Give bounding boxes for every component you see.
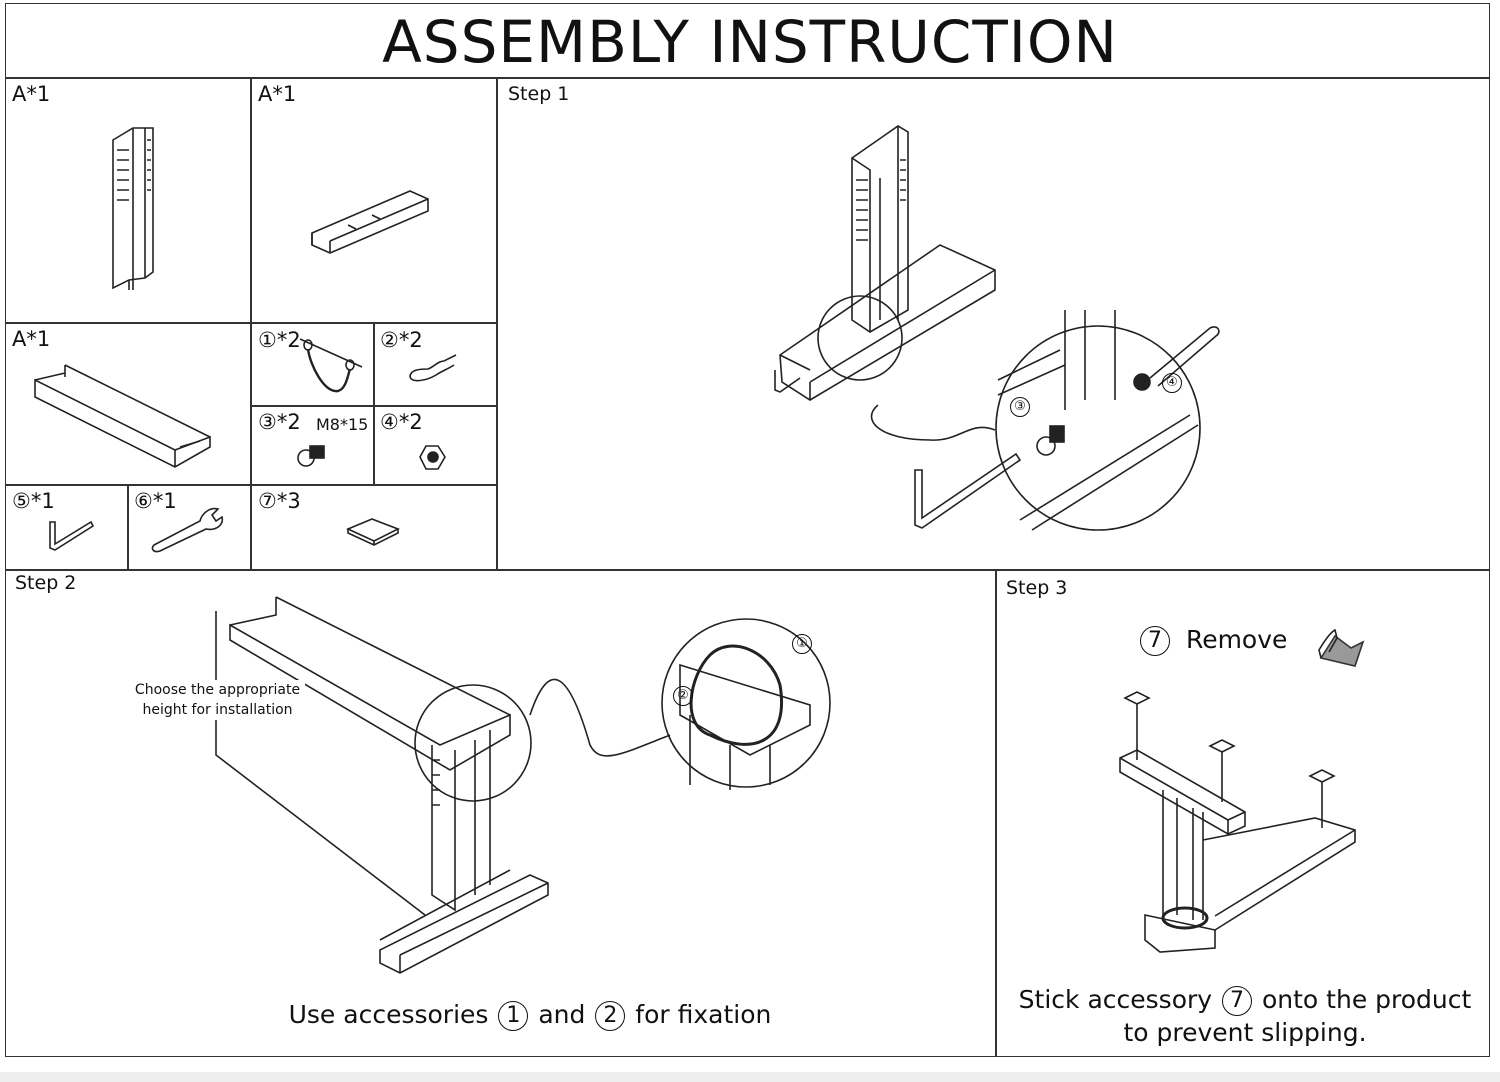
- callout-4: ④: [1162, 373, 1182, 393]
- peel-backing-icon: [1318, 628, 1365, 667]
- divider: [373, 322, 375, 486]
- divider: [5, 484, 496, 486]
- accessory-2-ref: 2: [595, 1001, 626, 1031]
- accessory-1-ref: 1: [498, 1001, 529, 1031]
- remove-instruction: 7 Remove: [1138, 625, 1287, 656]
- divider: [250, 405, 496, 407]
- r-clip-icon: [409, 354, 457, 382]
- top-bracket-icon: [311, 190, 429, 254]
- step-2-illustration: [215, 596, 831, 974]
- allen-key-icon: [49, 520, 95, 551]
- part-label: A*1: [12, 82, 51, 106]
- page-bottom-edge: [0, 1072, 1500, 1082]
- part-label: ②*2: [380, 328, 423, 352]
- divider: [5, 77, 1490, 79]
- bolt-spec-label: M8*15: [316, 415, 369, 434]
- page-title: ASSEMBLY INSTRUCTION: [382, 8, 1118, 76]
- step-3-label: Step 3: [1006, 577, 1068, 599]
- hex-nut-icon: [419, 445, 446, 470]
- caption-text: Stick accessory: [1018, 985, 1213, 1014]
- step-1-illustration: [774, 125, 1220, 531]
- height-note-line2: height for installation: [142, 702, 293, 718]
- step-3-caption-line2: to prevent slipping.: [1123, 1018, 1367, 1047]
- caption-text: onto the product: [1261, 985, 1472, 1014]
- caption-text: Use accessories: [288, 1000, 489, 1029]
- callout-2: ②: [673, 686, 693, 706]
- step-3-illustration: [1119, 691, 1356, 953]
- accessory-7-ref: 7: [1222, 986, 1253, 1016]
- step-3-caption-line1: Stick accessory 7 onto the product: [1000, 983, 1490, 1016]
- step-2-caption: Use accessories 1 and 2 for fixation: [200, 1000, 860, 1031]
- part-label: ⑥*1: [134, 489, 177, 513]
- step-2-label: Step 2: [15, 572, 77, 594]
- divider: [995, 569, 997, 1057]
- part-label: ①*2: [258, 328, 301, 352]
- part-label: A*1: [12, 327, 51, 351]
- divider: [5, 569, 1490, 571]
- base-channel-icon: [34, 364, 211, 468]
- upright-column-icon: [112, 127, 154, 290]
- callout-3: ③: [1010, 397, 1030, 417]
- remove-label: Remove: [1185, 625, 1288, 654]
- caption-text: and: [538, 1000, 586, 1029]
- divider: [496, 77, 498, 569]
- part-label: A*1: [258, 82, 297, 106]
- part-label: ⑤*1: [12, 489, 55, 513]
- wrench-icon: [151, 507, 224, 553]
- lanyard-pin-icon: [299, 338, 363, 393]
- adhesive-pad-icon: [346, 518, 400, 546]
- instruction-sheet-border: [5, 3, 1490, 1057]
- part-label: ④*2: [380, 410, 423, 434]
- step-3-caption: Stick accessory 7 onto the product to pr…: [1000, 983, 1490, 1049]
- caption-text: for fixation: [635, 1000, 772, 1029]
- accessory-7-ref: 7: [1140, 626, 1170, 656]
- step-1-label: Step 1: [508, 83, 570, 105]
- hex-bolt-icon: [297, 445, 325, 467]
- height-note-line1: Choose the appropriate: [134, 682, 301, 698]
- callout-1: ①: [792, 634, 812, 654]
- height-note: Choose the appropriate height for instal…: [130, 680, 305, 720]
- divider: [5, 322, 496, 324]
- part-label: ⑦*3: [258, 489, 301, 513]
- divider: [127, 484, 129, 569]
- part-label: ③*2: [258, 410, 301, 434]
